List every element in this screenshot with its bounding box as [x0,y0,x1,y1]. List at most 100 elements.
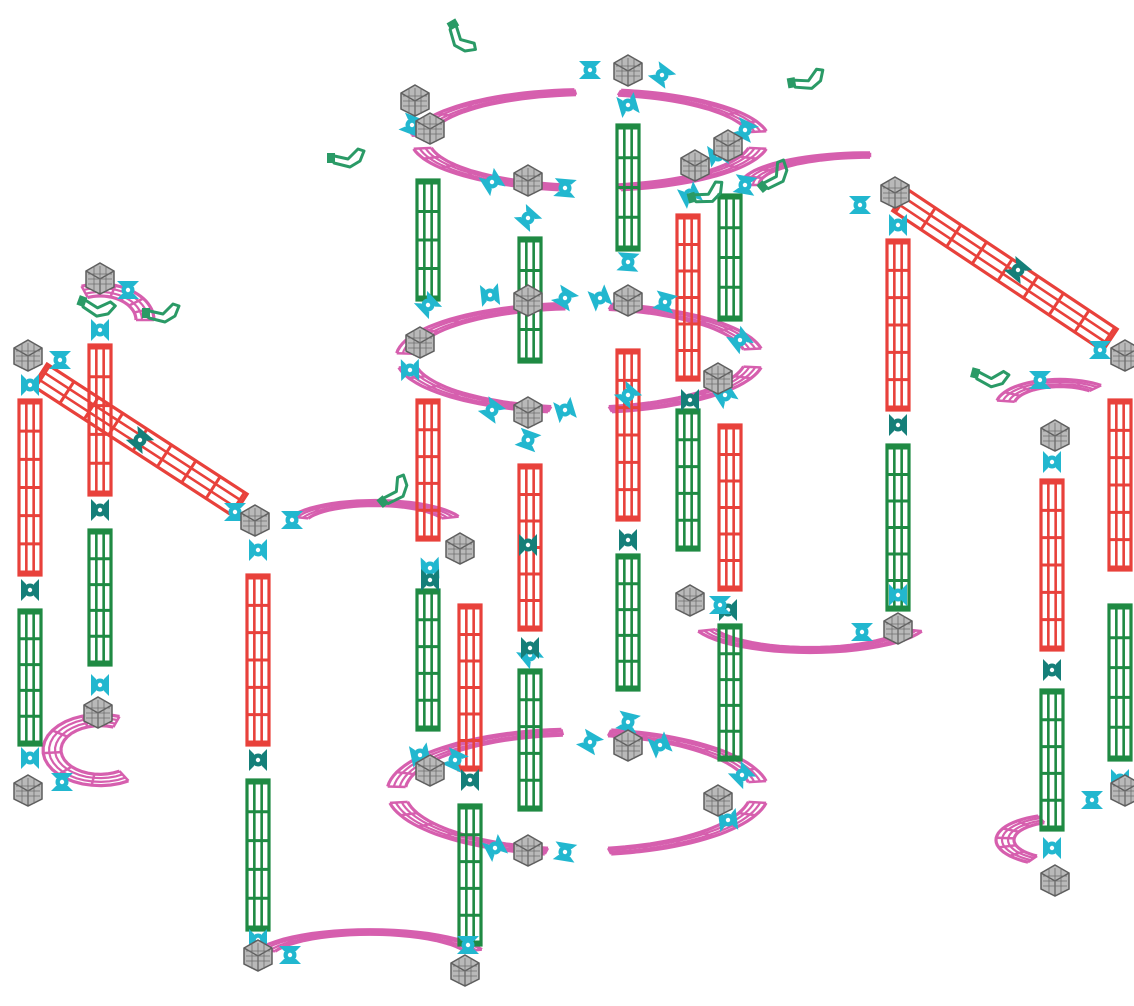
green-flag [756,158,789,194]
cyan-joint [889,214,907,236]
green-straight-rail [457,803,483,947]
cyan-joint [587,284,613,312]
teal-joint [125,426,155,454]
cyan-joint [279,946,301,964]
gray-node [415,112,445,145]
teal-joint [1003,256,1033,284]
green-straight-rail [1039,688,1065,832]
gray-node [513,284,543,317]
cyan-joint [400,358,420,382]
red-straight-rail [87,343,113,497]
gray-node [415,754,445,787]
straight-rail-layer [17,123,1133,947]
teal-joint [249,749,267,771]
node-layer [13,54,1134,987]
green-flag [76,295,117,318]
cyan-joint [51,773,73,791]
cyan-joint [513,203,543,233]
green-straight-rail [615,553,641,692]
gray-node [1040,419,1070,452]
cyan-joint [479,283,501,307]
gray-node [513,834,543,867]
gray-node [243,939,273,972]
gray-node [675,584,705,617]
green-flag [970,367,1011,389]
green-straight-rail [717,193,743,322]
cyan-joint [117,281,139,299]
gray-node [513,396,543,429]
green-flag [446,18,477,53]
cyan-joint [647,61,677,89]
teal-joint [521,637,539,659]
cyan-joint [457,936,479,954]
gray-node [445,532,475,565]
cyan-joint [1081,791,1103,809]
teal-joint [421,569,439,591]
cyan-joint [49,351,71,369]
cyan-joint [249,539,267,561]
cyan-joint [514,427,542,453]
cyan-joint [477,396,507,424]
green-straight-rail [717,623,743,762]
cyan-joint [616,252,640,272]
red-straight-rail [885,238,911,412]
teal-joint [21,579,39,601]
cyan-joint [21,747,39,769]
cyan-joint [726,325,754,355]
cyan-joint [1089,341,1111,359]
gray-node [450,954,480,987]
red-straight-rail [415,398,441,542]
cyan-joint [849,196,871,214]
flag-layer [76,18,1011,509]
gray-node [713,129,743,162]
green-flag [142,302,181,324]
teal-joint [91,499,109,521]
green-straight-rail [675,408,701,552]
cyan-joint [481,834,509,862]
red-straight-rail [1039,478,1065,652]
green-straight-rail [1107,603,1133,762]
gray-node [513,164,543,197]
cyan-joint [652,290,678,314]
pink-curved-rail [606,800,768,856]
pink-curved-rail [257,928,483,953]
gray-node [83,696,113,729]
cyan-joint [647,731,673,759]
red-straight-rail [675,213,701,382]
cyan-joint [613,380,643,410]
gray-node [400,84,430,117]
pink-curved-rail [607,365,763,414]
cyan-joint [717,807,739,833]
gray-node [613,284,643,317]
pink-curved-rail [995,377,1102,404]
cyan-joint [441,747,469,773]
green-straight-rail [415,178,441,302]
gray-node [880,176,910,209]
gray-node [1040,864,1070,897]
cyan-joint [575,728,605,756]
gray-node [1110,339,1134,372]
teal-joint [461,769,479,791]
cyan-joint [579,61,601,79]
cyan-joint [91,319,109,341]
pink-curved-rail [616,146,768,192]
cyan-joint [552,841,578,863]
green-flag [686,180,724,204]
gray-node [703,362,733,395]
cyan-joint [478,167,506,197]
pink-curved-rail [994,814,1046,864]
green-straight-rail [615,123,641,252]
green-flag [376,473,409,509]
gray-node [613,54,643,87]
gray-node [883,612,913,645]
green-straight-rail [87,528,113,667]
cyan-joint [413,290,443,320]
cyan-joint [709,596,731,614]
gray-node [13,774,43,807]
green-straight-rail [245,778,271,932]
green-flag [327,147,366,169]
pink-curved-rail [739,151,872,187]
gray-node [240,504,270,537]
red-straight-rail [457,603,483,772]
cyan-joint [550,284,580,312]
